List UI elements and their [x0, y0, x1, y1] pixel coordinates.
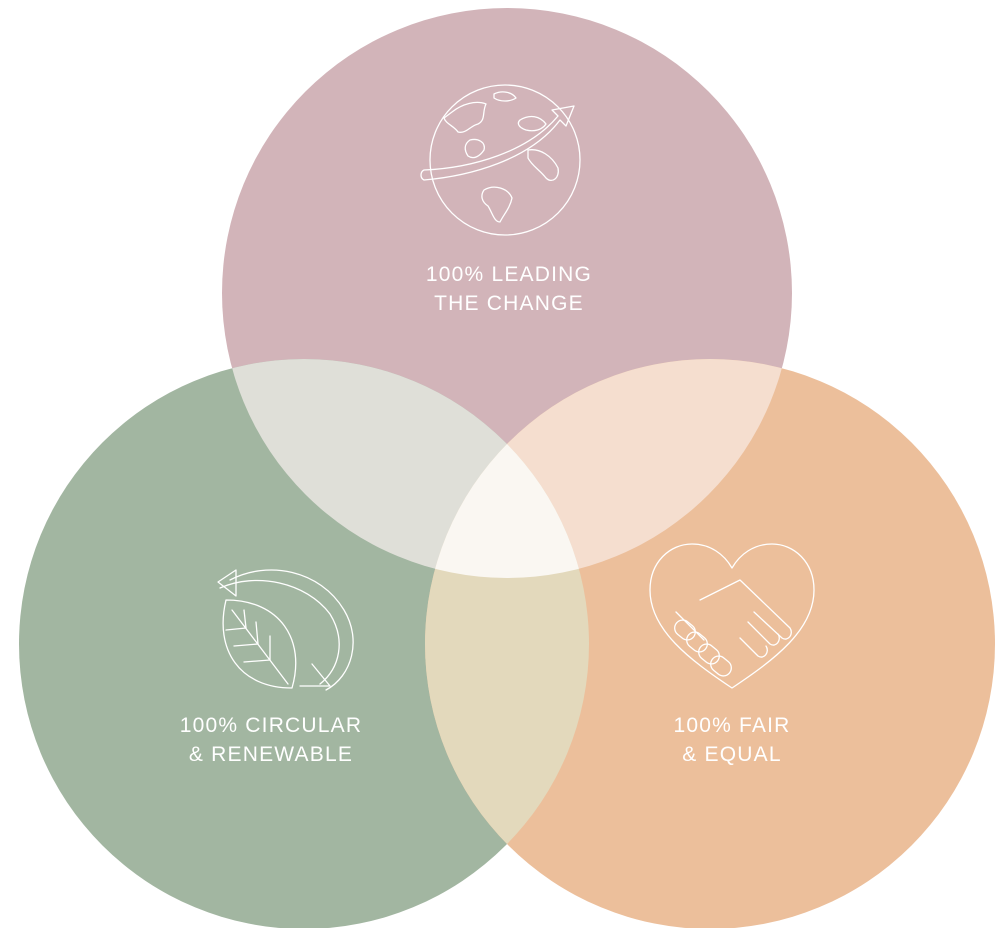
label-right: 100% FAIR & EQUAL	[572, 711, 892, 769]
label-top-line1: 100% LEADING	[425, 263, 593, 286]
label-right-line1: 100% FAIR	[673, 714, 791, 737]
label-top-line2: THE CHANGE	[434, 292, 584, 315]
globe-with-arrow-icon	[420, 84, 581, 236]
overlap-top-right	[425, 359, 792, 578]
heart-handshake-icon	[649, 543, 815, 689]
label-left-line2: & RENEWABLE	[188, 743, 354, 766]
label-left-line1: 100% CIRCULAR	[179, 714, 363, 737]
leaf-recycle-icon	[217, 569, 354, 691]
overlap-top-left	[222, 359, 589, 578]
label-top: 100% LEADING THE CHANGE	[349, 260, 669, 318]
label-right-line2: & EQUAL	[682, 743, 782, 766]
label-left: 100% CIRCULAR & RENEWABLE	[111, 711, 431, 769]
